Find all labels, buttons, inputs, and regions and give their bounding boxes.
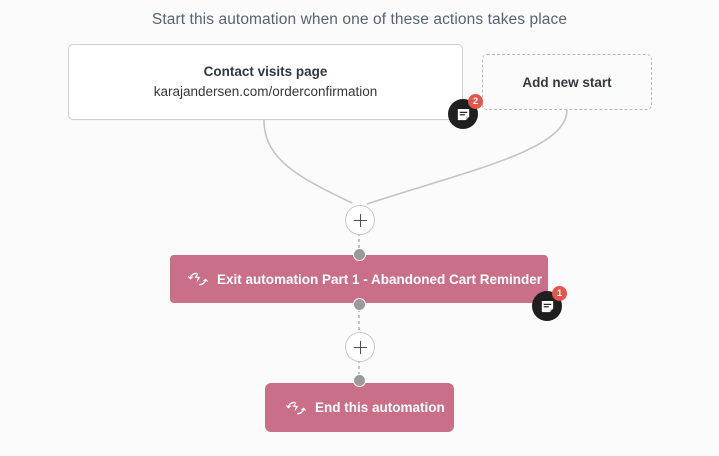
page-title: Start this automation when one of these … <box>151 11 568 28</box>
wire-trigger-1-to-plus <box>263 119 353 204</box>
action-block-label: Exit automation Part 1 - Abandoned Cart … <box>217 271 543 287</box>
action-block-exit-automation[interactable]: Exit automation Part 1 - Abandoned Cart … <box>170 255 548 303</box>
plus-icon <box>353 340 367 354</box>
add-new-start-button[interactable]: Add new start <box>482 54 652 110</box>
plus-icon <box>353 213 367 227</box>
connector-dot-middle <box>353 298 366 311</box>
action-block-label: End this automation <box>315 400 445 415</box>
exit-automation-icon <box>286 400 306 416</box>
exit-automation-icon <box>188 271 208 287</box>
add-new-start-label: Add new start <box>522 74 612 90</box>
trigger-title: Contact visits page <box>203 64 328 79</box>
note-badge-count: 1 <box>552 286 567 301</box>
action-block-end-automation[interactable]: End this automation <box>265 383 454 432</box>
connector-dot-bottom <box>353 374 366 387</box>
add-step-button-1[interactable] <box>345 205 375 235</box>
note-icon <box>532 291 562 321</box>
note-badge-count: 2 <box>468 94 483 109</box>
add-step-button-2[interactable] <box>345 332 375 362</box>
note-badge-trigger[interactable]: 2 <box>448 94 483 129</box>
connector-dot-top <box>353 248 366 261</box>
note-badge-exit-automation[interactable]: 1 <box>532 286 567 321</box>
trigger-card-contact-visits-page[interactable]: Contact visits page karajandersen.com/or… <box>68 44 463 120</box>
trigger-subtitle: karajandersen.com/orderconfirmation <box>153 84 378 99</box>
